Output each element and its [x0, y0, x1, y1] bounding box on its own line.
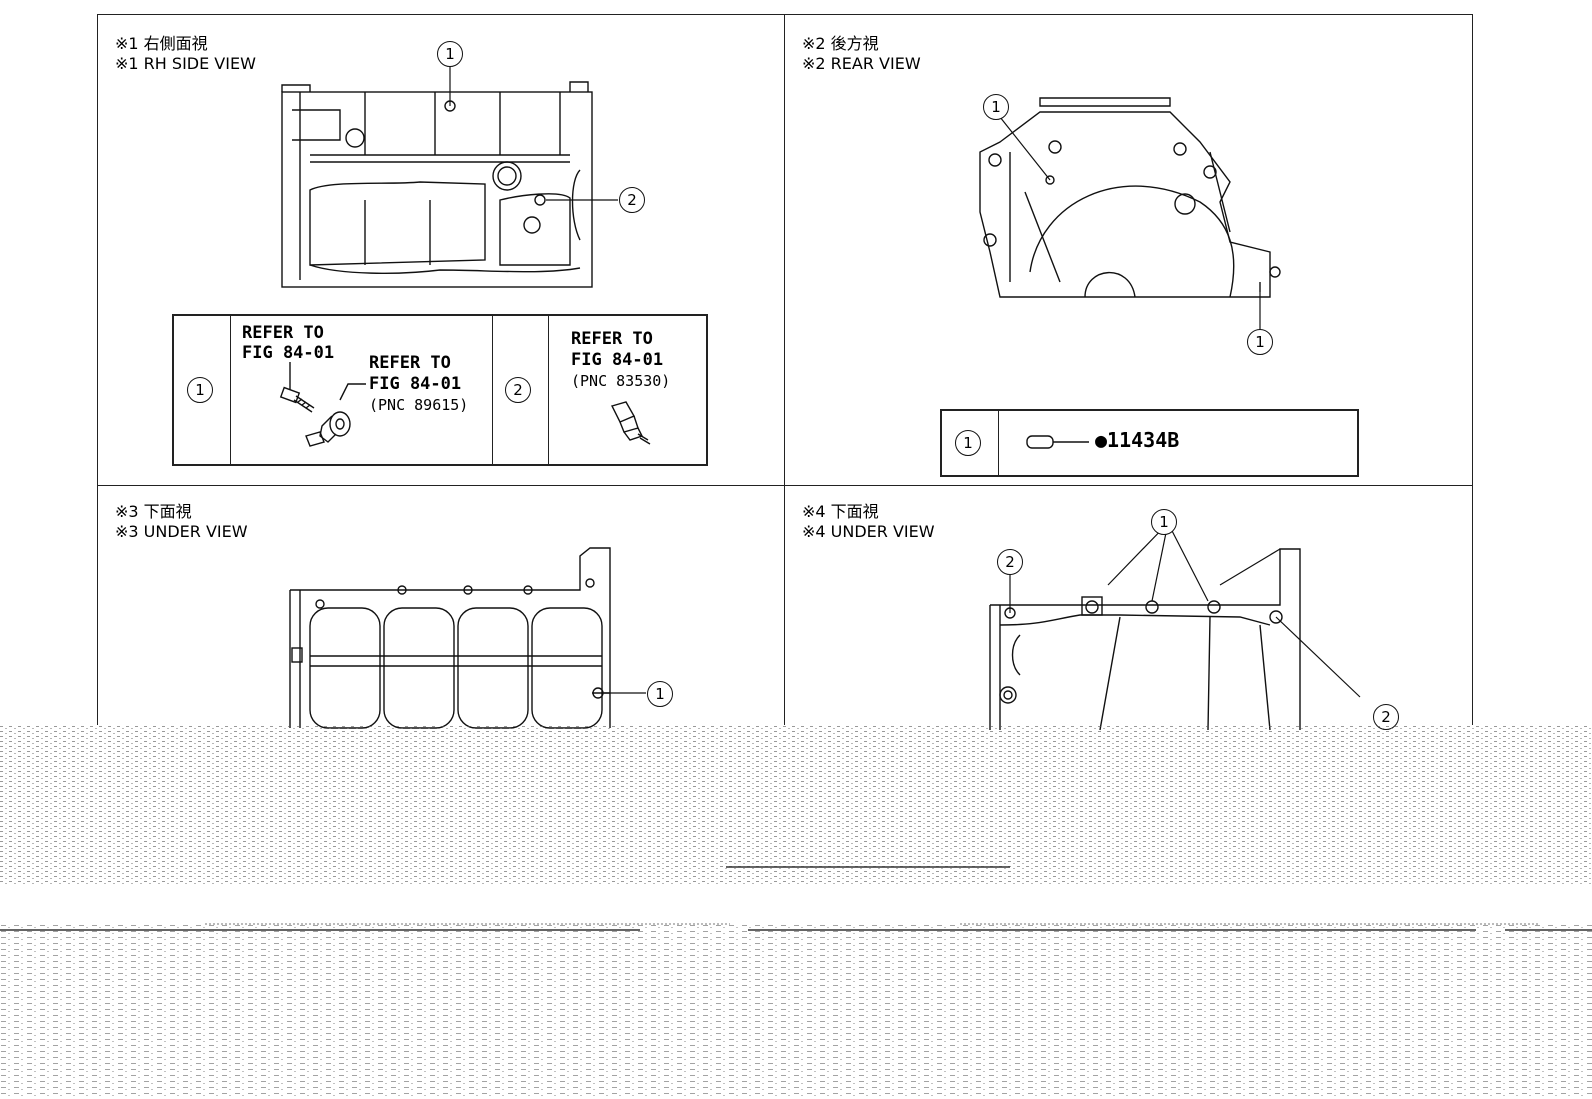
refer-label-a-line2: FIG 84-01 — [242, 343, 335, 363]
table-divider — [492, 316, 493, 464]
view4-title-jp: ※4 下面視 — [802, 502, 879, 521]
pnc-label-c: (PNC 83530) — [571, 372, 671, 390]
cylinder-block-under-drawing — [289, 547, 646, 729]
callout-1-under-4: 1 — [1151, 509, 1177, 535]
part-number-11434b: ●11434B — [1095, 428, 1180, 452]
cylinder-block-rh-side-drawing — [281, 58, 618, 288]
callout-2-rh-side: 2 — [619, 187, 645, 213]
refer-label-c-line2: FIG 84-01 — [571, 350, 664, 370]
knock-sensor-icon — [305, 383, 366, 447]
refer-label-a-line1: REFER TO — [242, 323, 324, 343]
view2-title-en: ※2 REAR VIEW — [802, 54, 921, 73]
corrupted-scan-region — [0, 725, 1592, 1099]
panel-under-view-4 — [784, 485, 1473, 725]
parts-table-rh-side — [172, 314, 708, 466]
bolt-icon — [279, 362, 315, 413]
callout-1-rh-side: 1 — [437, 41, 463, 67]
refer-label-b-line1: REFER TO — [369, 353, 451, 373]
table-divider — [998, 411, 999, 475]
table-divider — [230, 316, 231, 464]
sensor-icon — [610, 401, 651, 445]
table-divider — [548, 316, 549, 464]
table2-callout-1: 1 — [955, 430, 981, 456]
callout-1-under-3: 1 — [647, 681, 673, 707]
table-callout-1: 1 — [187, 377, 213, 403]
view2-title-jp: ※2 後方視 — [802, 34, 879, 53]
view3-title-en: ※3 UNDER VIEW — [115, 522, 248, 541]
callout-1-rear-top: 1 — [983, 94, 1009, 120]
cylinder-block-under-drawing-4 — [989, 522, 1361, 731]
table-callout-2: 2 — [505, 377, 531, 403]
refer-label-c-line1: REFER TO — [571, 329, 653, 349]
cylinder-block-rear-drawing — [979, 97, 1281, 332]
callout-1-rear-bottom: 1 — [1247, 329, 1273, 355]
dowel-pin-icon — [1026, 435, 1089, 449]
callout-2-under-4-left: 2 — [997, 549, 1023, 575]
pnc-label-b: (PNC 89615) — [369, 396, 469, 414]
view3-title-jp: ※3 下面視 — [115, 502, 192, 521]
refer-label-b-line2: FIG 84-01 — [369, 374, 462, 394]
parts-table-rear — [940, 409, 1359, 477]
view4-title-en: ※4 UNDER VIEW — [802, 522, 935, 541]
view1-title-en: ※1 RH SIDE VIEW — [115, 54, 256, 73]
view1-title-jp: ※1 右側面視 — [115, 34, 208, 53]
